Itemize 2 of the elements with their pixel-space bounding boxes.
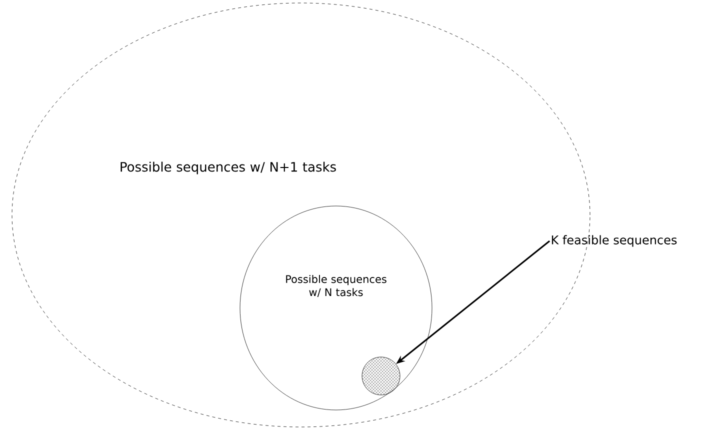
text-label: K feasible sequences xyxy=(552,235,677,247)
hatched-circle xyxy=(362,356,400,396)
